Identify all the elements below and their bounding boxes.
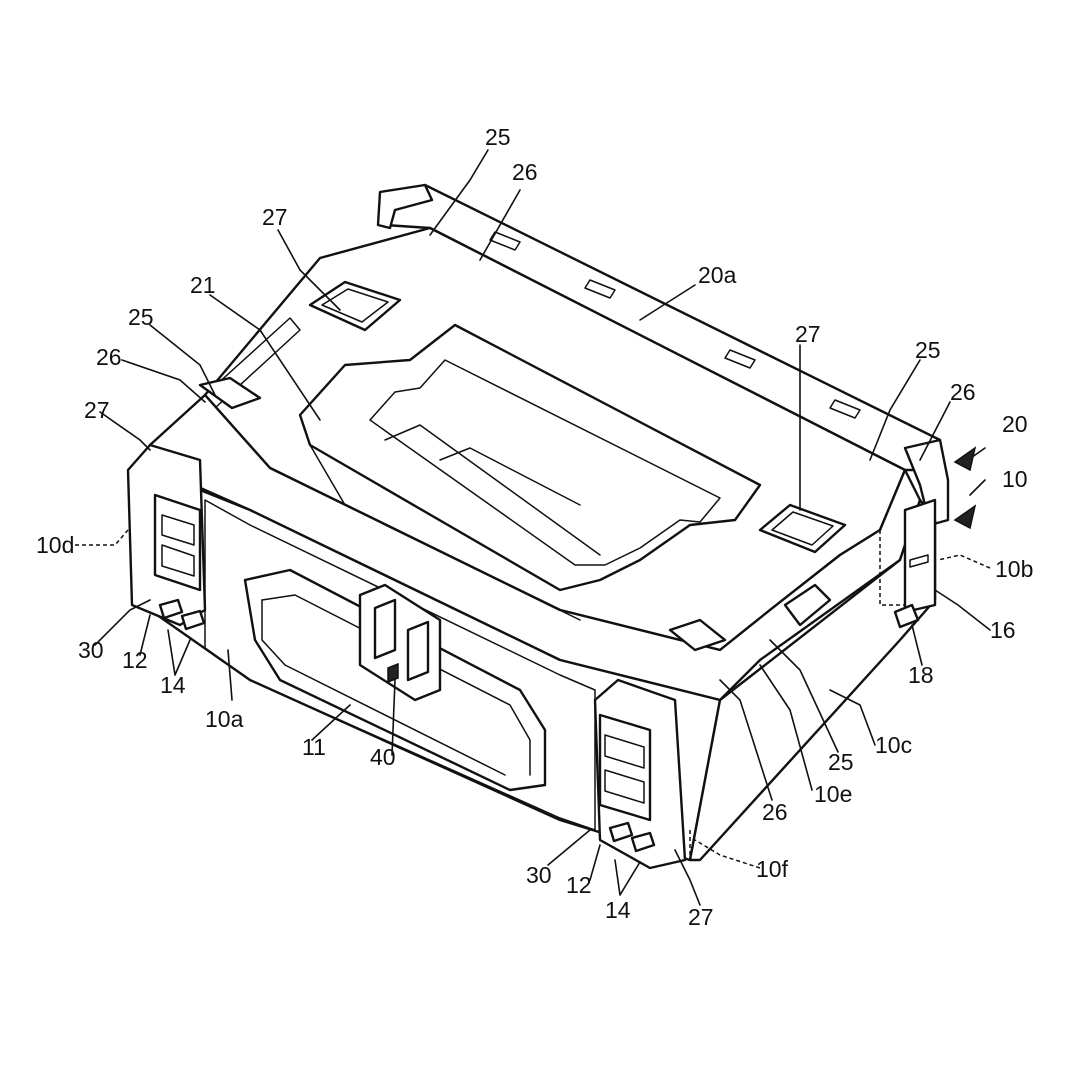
label-27-left: 27	[84, 397, 110, 423]
label-25-left: 25	[128, 304, 154, 330]
label-10f: 10f	[756, 856, 789, 882]
label-27-top-left: 27	[262, 204, 288, 230]
rear-slots	[489, 231, 861, 419]
label-10c: 10c	[875, 732, 912, 758]
feet-14-right	[608, 821, 656, 853]
foot-18	[893, 603, 920, 629]
feet-14-left	[158, 598, 206, 631]
latch-front-mid	[668, 618, 727, 652]
latch-left-mid	[198, 376, 262, 410]
lid-left-shoulder	[204, 317, 301, 409]
label-26-top: 26	[512, 159, 538, 185]
handle-outer	[298, 323, 762, 592]
label-18: 18	[908, 662, 934, 688]
label-27-bottom: 27	[688, 904, 714, 930]
label-12-left: 12	[122, 647, 148, 673]
label-26-left: 26	[96, 344, 122, 370]
arrow-20	[953, 446, 977, 472]
label-10b: 10b	[995, 556, 1033, 582]
label-10d: 10d	[36, 532, 74, 558]
corner-clip-30-left	[126, 443, 207, 627]
corner-recess-27-rear-left	[308, 280, 402, 332]
latch-rear-left	[376, 183, 434, 230]
label-10a: 10a	[205, 706, 244, 732]
label-10: 10	[1002, 466, 1028, 492]
corner-clip-30-right	[593, 678, 687, 870]
label-30-right: 30	[526, 862, 552, 888]
label-14-right: 14	[605, 897, 631, 923]
label-10e: 10e	[814, 781, 852, 807]
front-latch-40	[358, 583, 442, 702]
label-25-right: 25	[915, 337, 941, 363]
corner-recess-27-front-right	[758, 503, 847, 554]
hidden-edge-10b	[879, 530, 905, 606]
leader-lines	[75, 149, 991, 906]
side-slot-16	[903, 498, 937, 614]
label-27-right: 27	[795, 321, 821, 347]
latch-right-front	[783, 583, 832, 627]
label-40: 40	[370, 744, 396, 770]
label-20a: 20a	[698, 262, 737, 288]
label-12-right: 12	[566, 872, 592, 898]
label-21: 21	[190, 272, 216, 298]
label-14-left: 14	[160, 672, 186, 698]
label-26-mid: 26	[762, 799, 788, 825]
latch-rear-right	[903, 438, 950, 527]
label-30-left: 30	[78, 637, 104, 663]
label-11: 11	[302, 734, 326, 760]
arrow-10	[953, 504, 977, 530]
front-panel-recess	[204, 499, 596, 831]
label-25-mid: 25	[828, 749, 854, 775]
handle-inner-opening	[369, 359, 721, 566]
label-25-top: 25	[485, 124, 511, 150]
handle-21	[298, 323, 762, 621]
label-16: 16	[990, 617, 1016, 643]
reference-labels: 25 26 20a 27 21 25 26 27 10d 30 12 14 10…	[36, 124, 1033, 930]
label-20: 20	[1002, 411, 1028, 437]
label-26-right: 26	[950, 379, 976, 405]
